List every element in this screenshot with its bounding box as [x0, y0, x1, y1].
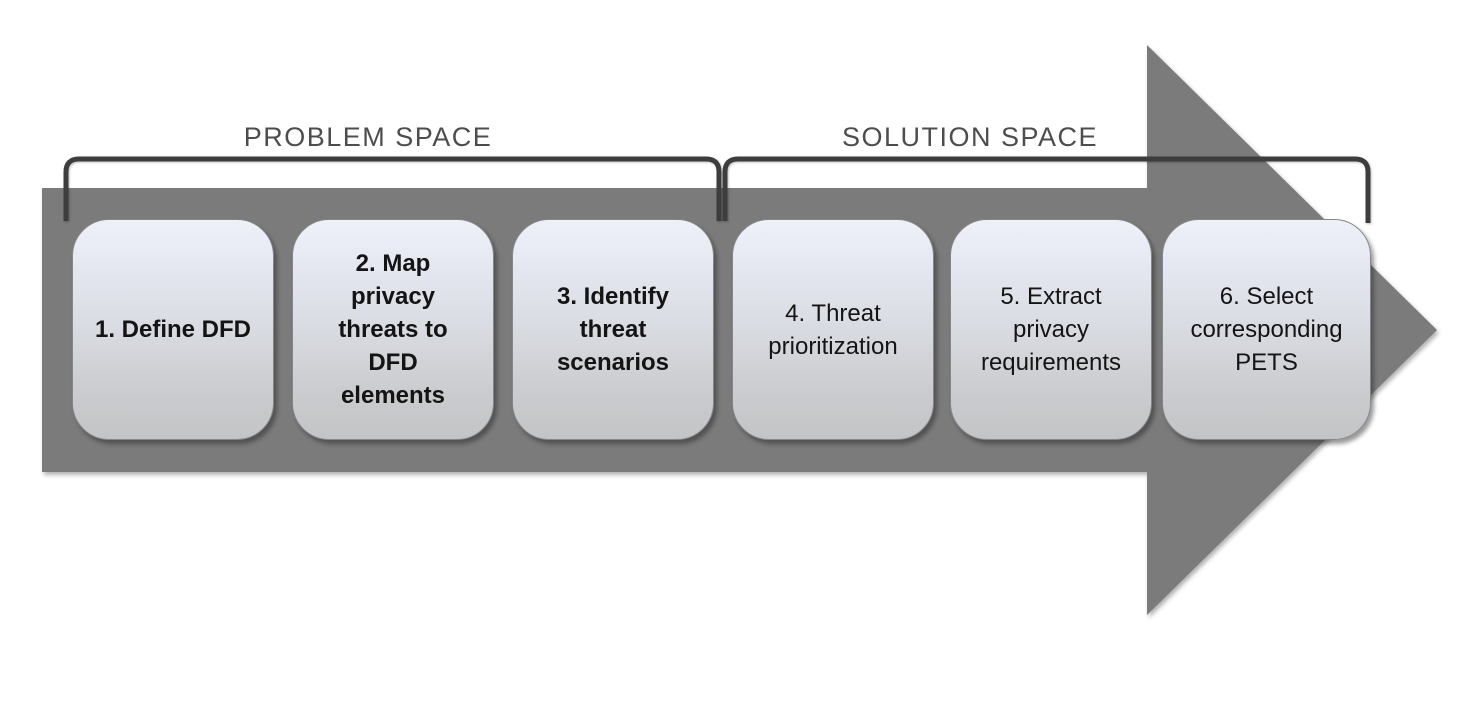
- solution-space-bracket: [722, 156, 1371, 223]
- step-box-2: 2. Map privacy threats to DFD elements: [292, 219, 494, 440]
- step-box-1: 1. Define DFD: [72, 219, 274, 440]
- step-label-6: 6. Select corresponding PETS: [1190, 283, 1343, 376]
- step-label-1: 1. Define DFD: [94, 316, 252, 343]
- step-label-4: 4. Threat prioritization: [768, 299, 898, 360]
- step-box-4: 4. Threat prioritization: [732, 219, 934, 440]
- step-label-2: 2. Map privacy threats to DFD elements: [338, 250, 448, 409]
- step-box-6: 6. Select corresponding PETS: [1162, 219, 1371, 440]
- step-label-3: 3. Identify threat scenarios: [556, 283, 670, 376]
- step-label-5: 5. Extract privacy requirements: [980, 283, 1122, 376]
- problem-space-label: PROBLEM SPACE: [243, 122, 493, 152]
- problem-space-bracket: [63, 156, 722, 221]
- step-box-5: 5. Extract privacy requirements: [950, 219, 1152, 440]
- solution-space-label: SOLUTION SPACE: [841, 122, 1099, 152]
- step-box-3: 3. Identify threat scenarios: [512, 219, 714, 440]
